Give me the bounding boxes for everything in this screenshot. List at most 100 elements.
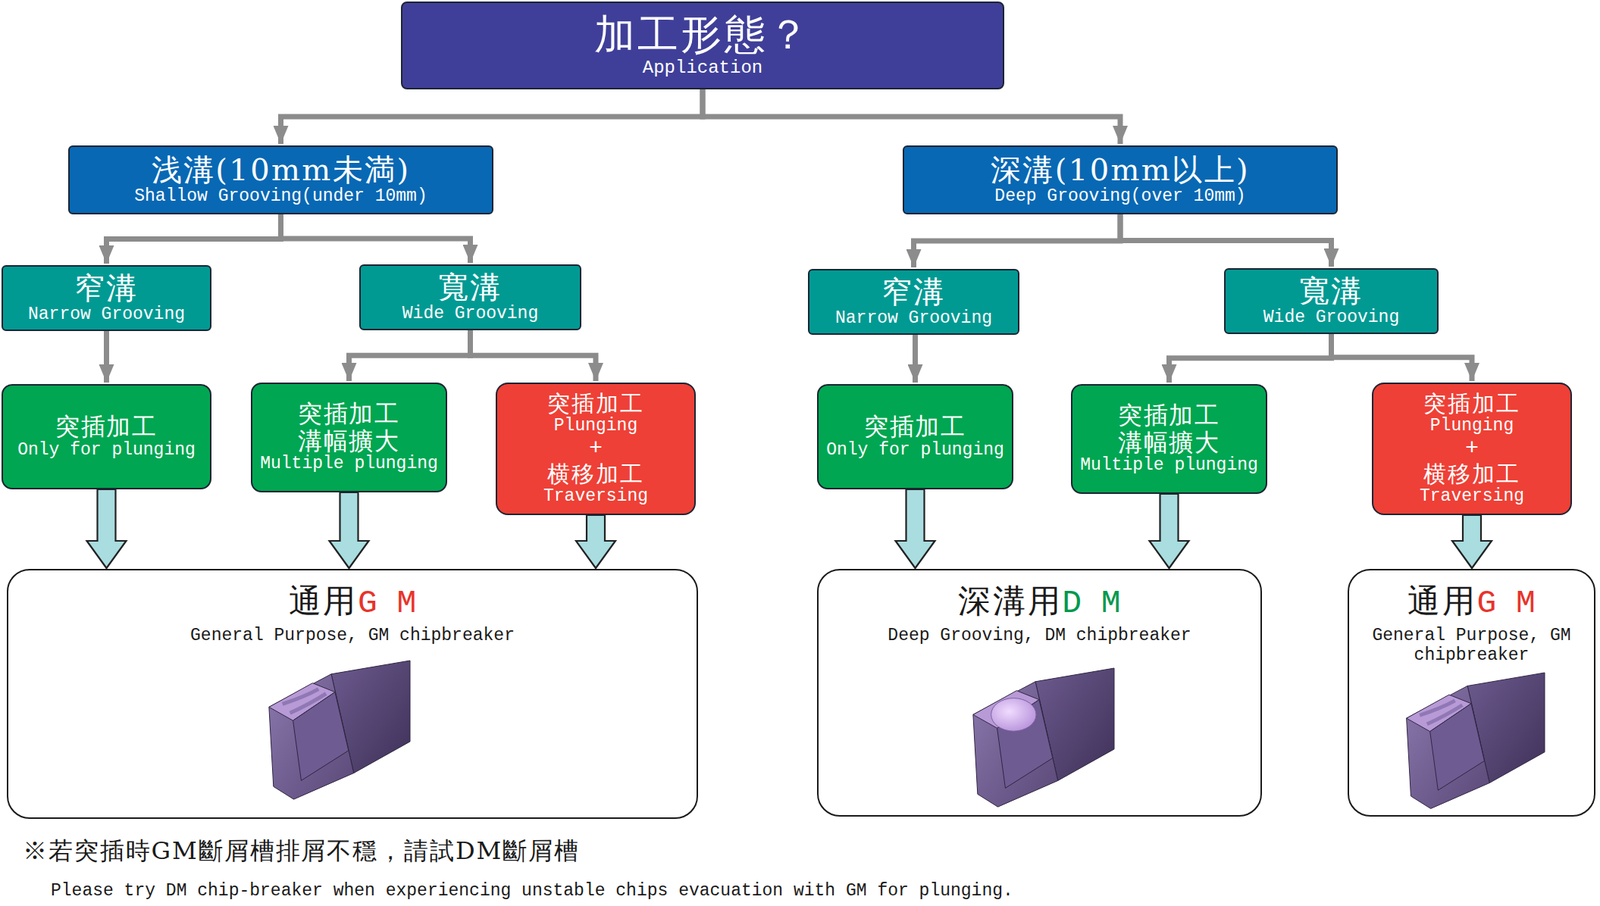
node-heading: 通用 (1407, 582, 1477, 620)
node-heading: 深溝(10mm以上) (990, 153, 1250, 188)
tree-connector (281, 89, 704, 145)
text-row: 寬溝 (438, 270, 503, 305)
node-subtitle: Multiple plunging (259, 454, 439, 475)
node-subtitle: Plunging (1430, 416, 1514, 437)
node-heading: 寬溝 (1299, 274, 1364, 309)
node-heading: 突插加工 (55, 413, 159, 442)
text-row: Narrow Grooving (28, 305, 185, 326)
tree-connector (349, 330, 471, 382)
category-box: 浅溝(10mm未満)Shallow Grooving(under 10mm) (68, 145, 494, 215)
block-arrow (87, 489, 127, 569)
insert-face (293, 692, 349, 782)
node-heading: 通用 (288, 582, 358, 620)
category-box: 突插加工Only for plunging (1, 384, 212, 490)
node-heading: 突插加工 (547, 391, 644, 417)
root-box: 加工形態？Application (400, 1, 1005, 90)
tree-connector (702, 89, 1121, 145)
category-box: 窄溝Narrow Grooving (807, 269, 1020, 336)
category-box: 突插加工 溝幅擴大Multiple plunging (250, 382, 448, 493)
text-row: 突插加工 溝幅擴大 (291, 400, 406, 456)
node-subtitle: G M (357, 585, 417, 623)
text-row: 寬溝 (1299, 274, 1364, 309)
tree-connector (1120, 214, 1332, 267)
node-heading: 窄溝 (74, 271, 139, 306)
category-box: 突插加工 溝幅擴大Multiple plunging (1070, 384, 1268, 495)
text-row: Plunging (554, 416, 638, 437)
chipbreaker-box: 通用G MGeneral Purpose, GM chipbreaker (1347, 569, 1596, 818)
node-subtitle: Only for plunging (17, 441, 196, 461)
text-row: Multiple plunging (259, 454, 439, 475)
category-box: 窄溝Narrow Grooving (1, 265, 212, 332)
node-subtitle: + (1465, 436, 1479, 463)
node-subtitle: + (588, 436, 603, 463)
text-row: Wide Grooving (402, 304, 539, 325)
gm-chipbreaker (1419, 701, 1463, 725)
text-row: Deep Grooving(over 10mm) (994, 187, 1246, 207)
text-row: 横移加工 (547, 461, 644, 488)
category-box: 寬溝Wide Grooving (1224, 268, 1439, 335)
node-subtitle: Traversing (1419, 487, 1525, 508)
text-row: 突插加工 溝幅擴大 (1111, 402, 1226, 458)
node-heading: 深溝用 (958, 582, 1062, 620)
node-heading: 突插加工 (864, 413, 968, 442)
block-arrow (895, 489, 936, 569)
node-subtitle: Narrow Grooving (28, 305, 185, 326)
node-subtitle: 横移加工 (547, 461, 644, 488)
insert-face (1430, 704, 1485, 791)
chipbreaker-box: 通用G MGeneral Purpose, GM chipbreaker (6, 569, 699, 820)
text-row: 突插加工 (1423, 391, 1520, 417)
node-subtitle: Shallow Grooving(under 10mm) (134, 187, 427, 207)
node-heading: 寬溝 (438, 270, 503, 305)
dm-chipbreaker (991, 698, 1037, 733)
node-subtitle: Narrow Grooving (835, 309, 993, 329)
chipbreaker-box: 深溝用D MDeep Grooving, DM chipbreaker (817, 569, 1262, 818)
node-heading: 突插加工 溝幅擴大 (1111, 402, 1226, 458)
text-row: Wide Grooving (1263, 308, 1400, 329)
footnote-zh: ※若突插時GM斷屑槽排屑不穩，請試DM斷屑槽 (22, 835, 580, 869)
text-row: 通用G M (1407, 582, 1536, 627)
text-row: Application (642, 58, 763, 79)
tree-connector (281, 214, 471, 264)
node-subtitle: D M (1061, 585, 1121, 623)
block-arrow (1149, 494, 1190, 569)
block-arrow (576, 515, 616, 569)
node-subtitle: General Purpose, GM chipbreaker (1356, 626, 1587, 667)
node-subtitle: Traversing (543, 487, 649, 508)
category-box: 寬溝Wide Grooving (359, 264, 582, 331)
text-row: 通用G M (288, 582, 417, 627)
node-subtitle: General Purpose, GM chipbreaker (190, 626, 515, 647)
tree-connector (1331, 334, 1473, 382)
text-row: Only for plunging (826, 441, 1005, 461)
category-box: 突插加工Plunging+横移加工Traversing (1371, 382, 1572, 516)
text-row: General Purpose, GM chipbreaker (190, 626, 515, 647)
node-subtitle: Multiple plunging (1080, 456, 1259, 476)
node-heading: 浅溝(10mm未満) (151, 153, 411, 188)
node-subtitle: Deep Grooving, DM chipbreaker (887, 626, 1191, 647)
text-row: Traversing (543, 487, 649, 508)
node-subtitle: Wide Grooving (402, 304, 539, 325)
tree-connector (1169, 334, 1332, 383)
tree-connector (912, 335, 918, 383)
tree-connector (470, 330, 597, 382)
text-row: 窄溝 (881, 275, 946, 310)
text-row: 横移加工 (1423, 461, 1520, 488)
grooving-insert (269, 660, 411, 800)
category-box: 突插加工Only for plunging (817, 384, 1014, 490)
text-row: + (1465, 436, 1479, 463)
text-row: Deep Grooving, DM chipbreaker (887, 626, 1191, 647)
text-row: 深溝用D M (958, 582, 1121, 627)
node-subtitle: Only for plunging (826, 441, 1005, 461)
block-arrow (329, 492, 370, 569)
node-subtitle: 横移加工 (1423, 461, 1520, 488)
text-row: Traversing (1419, 487, 1525, 508)
node-subtitle: G M (1476, 585, 1535, 623)
insert-face (973, 682, 1059, 808)
insert-face (269, 674, 354, 800)
grooving-insert (1406, 673, 1545, 809)
tree-connector (914, 214, 1121, 268)
text-row: 深溝(10mm以上) (990, 153, 1250, 188)
category-box: 深溝(10mm以上)Deep Grooving(over 10mm) (902, 145, 1338, 215)
text-row: 突插加工 (547, 391, 644, 417)
